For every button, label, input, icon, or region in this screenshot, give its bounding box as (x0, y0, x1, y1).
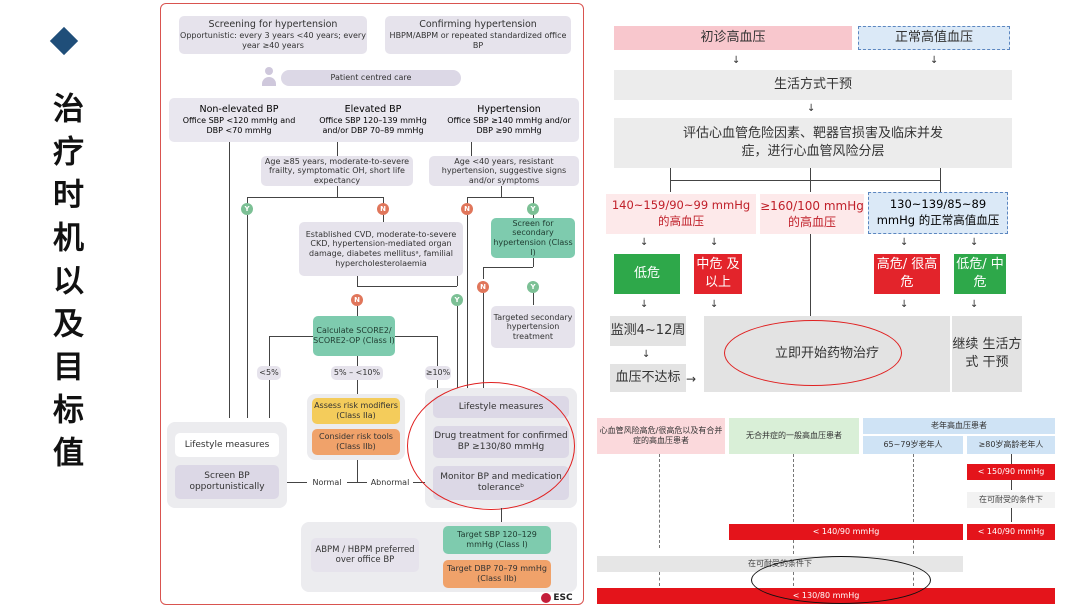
target-140-box: < 140/90 mmHg (729, 524, 963, 540)
risk-lt5-label: <5% (257, 366, 281, 380)
col-elderly: 老年高血压患者 (863, 418, 1055, 434)
col-general: 无合并症的一般高血压患者 (729, 418, 859, 454)
highlight-oval (751, 556, 931, 604)
normal-high-range-box: 130~139/85~89 mmHg 的正常高值血压 (868, 192, 1008, 234)
normal-high-box: 正常高值血压 (858, 26, 1010, 50)
elevated-body: Office SBP 120–139 mmHg and/or DBP 70–89… (319, 116, 427, 135)
arrow-down-icon: ↓ (970, 299, 979, 310)
patient-icon (261, 67, 277, 87)
target-150-box: < 150/90 mmHg (967, 464, 1055, 480)
screening-box: Screening for hypertension Opportunistic… (179, 16, 367, 54)
cn-target-flowchart: 心血管风险高危/很高危以及有合并症的高血压患者 无合并症的一般高血压患者 老年高… (595, 414, 1055, 606)
arrow-right-icon: → (686, 372, 697, 386)
elevated-title: Elevated BP (344, 104, 402, 116)
low-mid-risk-box: 低危/ 中危 (954, 254, 1006, 294)
no-badge: N (477, 281, 489, 293)
continue-lifestyle-box: 继续 生活方式 干预 (952, 316, 1022, 392)
arrow-down-icon: ↓ (970, 237, 979, 248)
arrow-down-icon: ↓ (930, 55, 939, 66)
arrow-down-icon: ↓ (900, 299, 909, 310)
yes-badge: Y (527, 203, 539, 215)
no-badge: N (351, 294, 363, 306)
no-badge: N (377, 203, 389, 215)
col-elderly-65-79: 65~79岁老年人 (863, 436, 963, 454)
col-high-risk: 心血管风险高危/很高危以及有合并症的高血压患者 (597, 418, 725, 454)
arrow-down-icon: ↓ (807, 103, 816, 114)
cvd-box: Established CVD, moderate-to-severe CKD,… (299, 222, 463, 276)
risk-tools-box: Consider risk tools (Class IIb) (312, 429, 400, 455)
normal-label: Normal (307, 476, 347, 490)
elevated-box: Elevated BP Office SBP 120–139 mmHg and/… (311, 100, 435, 140)
nonelevated-box: Non-elevated BP Office SBP <120 mmHg and… (177, 100, 301, 140)
esc-logo-text: ESC (553, 593, 573, 603)
arrow-down-icon: ↓ (732, 55, 741, 66)
risk-mid-label: 5% – <10% (331, 366, 383, 380)
screen-bp-box: Screen BP opportunistically (175, 465, 279, 499)
target-140-elderly-box: < 140/90 mmHg (967, 524, 1055, 540)
assess-risk-box: Assess risk modifiers (Class IIa) (312, 398, 400, 424)
grade2-box: ≥160/100 mmHg 的高血压 (760, 194, 864, 234)
nonelevated-title: Non-elevated BP (199, 104, 279, 116)
patient-centred-care: Patient centred care (281, 70, 461, 86)
cn-treatment-flowchart: 初诊高血压 正常高值血压 ↓ ↓ 生活方式干预 ↓ 评估心血管危险因素、靶器官损… (600, 10, 1026, 393)
risk-assessment-box: 评估心血管危险因素、靶器官损害及临床并发症，进行心血管风险分层 (614, 118, 1012, 168)
diamond-bullet-icon (49, 26, 79, 56)
tolerable-box: 在可耐受的条件下 (967, 492, 1055, 508)
esc-logo: ESC (533, 592, 581, 604)
age40-box: Age <40 years, resistant hypertension, s… (429, 156, 579, 186)
screening-title: Screening for hypertension (208, 19, 338, 31)
yes-badge: Y (451, 294, 463, 306)
target-dbp-box: Target DBP 70–79 mmHg (Class IIb) (443, 560, 551, 588)
low-risk-box: 低危 (614, 254, 680, 294)
hypertension-box: Hypertension Office SBP ≥140 mmHg and/or… (445, 100, 573, 140)
heart-icon (541, 593, 552, 603)
arrow-down-icon: ↓ (710, 237, 719, 248)
nonelevated-body: Office SBP <120 mmHg and DBP <70 mmHg (182, 116, 296, 135)
col-elderly-80: ≥80岁高龄老年人 (967, 436, 1055, 454)
age85-box: Age ≥85 years, moderate-to-severe frailt… (261, 156, 413, 186)
bp-not-met-box: 血压不达标 (610, 364, 686, 392)
highlight-oval (724, 320, 902, 386)
confirming-box: Confirming hypertension HBPM/ABPM or rep… (385, 16, 571, 54)
slide-title: 治疗时机以及目标值 (47, 92, 83, 479)
screening-body: Opportunistic: every 3 years <40 years; … (180, 31, 366, 50)
high-risk-box: 高危/ 很高危 (874, 254, 940, 294)
targeted-treatment-box: Targeted secondary hypertension treatmen… (491, 306, 575, 348)
abnormal-label: Abnormal (367, 476, 413, 490)
screen-secondary-box: Screen for secondary hypertension (Class… (491, 218, 575, 258)
confirming-body: HBPM/ABPM or repeated standardized offic… (389, 31, 567, 50)
arrow-down-icon: ↓ (640, 299, 649, 310)
abpm-box: ABPM / HBPM preferred over office BP (311, 538, 419, 572)
no-badge: N (461, 203, 473, 215)
hypertension-title: Hypertension (477, 104, 541, 116)
arrow-down-icon: ↓ (640, 237, 649, 248)
confirming-title: Confirming hypertension (419, 19, 537, 31)
first-diagnosis-box: 初诊高血压 (614, 26, 852, 50)
hypertension-body: Office SBP ≥140 mmHg and/or DBP ≥90 mmHg (447, 116, 571, 135)
arrow-down-icon: ↓ (710, 299, 719, 310)
target-sbp-box: Target SBP 120–129 mmHg (Class I) (443, 526, 551, 554)
mid-risk-box: 中危 及以上 (694, 254, 742, 294)
highlight-oval (407, 382, 575, 510)
score2-box: Calculate SCORE2/ SCORE2-OP (Class I) (313, 316, 395, 356)
arrow-down-icon: ↓ (642, 349, 651, 360)
monitor-box: 监测4~12周 (610, 316, 686, 346)
esc-flowchart: Screening for hypertension Opportunistic… (160, 3, 584, 605)
yes-badge: Y (241, 203, 253, 215)
lifestyle-intervention-box: 生活方式干预 (614, 70, 1012, 100)
arrow-down-icon: ↓ (900, 237, 909, 248)
grade1-box: 140~159/90~99 mmHg 的高血压 (606, 194, 756, 234)
risk-ge10-label: ≥10% (425, 366, 451, 380)
lifestyle-left-box: Lifestyle measures (175, 433, 279, 457)
yes-badge: Y (527, 281, 539, 293)
